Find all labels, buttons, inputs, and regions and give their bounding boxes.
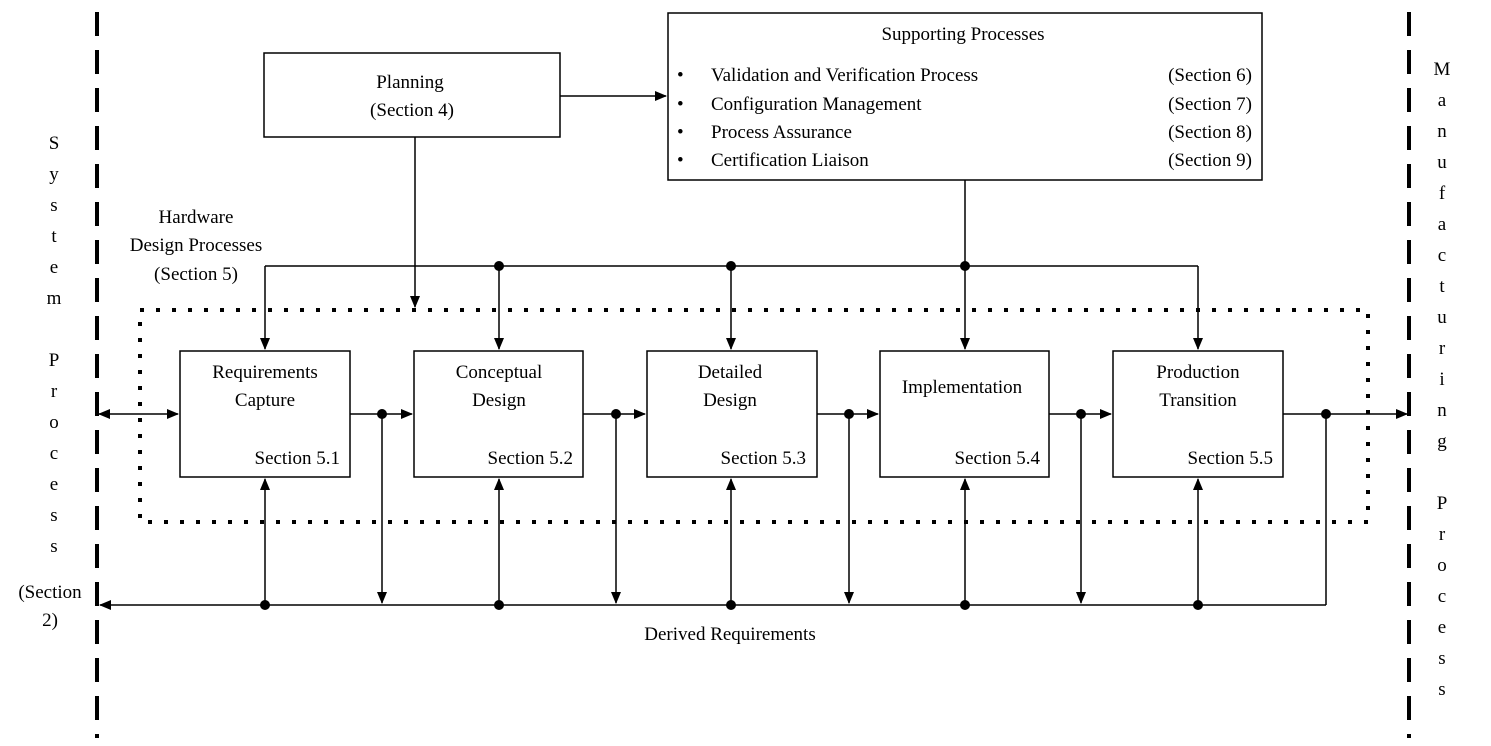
stage-section: Section 5.2	[488, 448, 574, 469]
vertical-letter: o	[1437, 555, 1447, 576]
vertical-letter: s	[1438, 648, 1445, 669]
vertical-letter: i	[1439, 369, 1444, 390]
stage-title-line1: Conceptual	[456, 362, 543, 383]
stage-production-transition: Production Transition Section 5.5	[1112, 350, 1284, 478]
supporting-item-section: (Section 9)	[1168, 150, 1252, 171]
supporting-item-label: Certification Liaison	[711, 150, 869, 171]
vertical-letter: c	[1438, 245, 1446, 266]
vertical-letter: P	[49, 350, 60, 371]
supporting-item-label: Validation and Verification Process	[711, 65, 978, 86]
bullet-marker: •	[677, 94, 684, 115]
hardware-design-label-line3: (Section 5)	[154, 264, 238, 285]
vertical-letter: t	[51, 226, 57, 247]
stage-section: Section 5.4	[955, 448, 1041, 469]
vertical-letter: m	[47, 288, 62, 309]
bullet-marker: •	[677, 65, 684, 86]
derived-requirements-bus	[99, 414, 1327, 610]
vertical-letter: s	[50, 505, 57, 526]
vertical-letter: a	[1438, 214, 1447, 235]
stage-section: Section 5.1	[255, 448, 341, 469]
stage-title-line1: Detailed	[698, 362, 763, 383]
vertical-letter: s	[50, 536, 57, 557]
stage-implementation: Implementation Section 5.4	[879, 350, 1050, 478]
vertical-letter: a	[1438, 90, 1447, 111]
planning-title: Planning	[376, 72, 444, 93]
system-process-section-line2: 2)	[42, 610, 58, 631]
supporting-item-label: Process Assurance	[711, 122, 852, 143]
derived-requirements-label: Derived Requirements	[644, 624, 815, 645]
stage-section: Section 5.3	[721, 448, 807, 469]
vertical-letter: c	[50, 443, 58, 464]
vertical-letter: u	[1437, 152, 1447, 173]
vertical-letter: e	[1438, 617, 1446, 638]
vertical-letter: c	[1438, 586, 1446, 607]
stage-title-line2: Capture	[235, 390, 295, 411]
stage-title-line1: Production	[1156, 362, 1240, 383]
vertical-letter: e	[50, 257, 58, 278]
supporting-title: Supporting Processes	[881, 24, 1044, 45]
supporting-item-label: Configuration Management	[711, 94, 922, 115]
hardware-design-label-line1: Hardware	[159, 207, 234, 228]
stage-requirements-capture: Requirements Capture Section 5.1	[179, 350, 351, 478]
vertical-letter: r	[1439, 338, 1446, 359]
vertical-letter: s	[1438, 679, 1445, 700]
stage-title-line2: Transition	[1159, 390, 1237, 411]
vertical-letter: g	[1437, 431, 1447, 452]
supporting-processes-box: Supporting Processes • Validation and Ve…	[667, 12, 1263, 181]
vertical-letter: f	[1439, 183, 1446, 204]
vertical-letter: r	[51, 381, 58, 402]
supporting-item-section: (Section 8)	[1168, 122, 1252, 143]
stage-flow-arrows	[98, 409, 1408, 419]
vertical-letter: S	[49, 133, 60, 154]
vertical-letter: M	[1434, 59, 1451, 80]
vertical-letter: n	[1437, 121, 1447, 142]
planning-box: Planning (Section 4)	[263, 52, 561, 138]
manufacturing-process-label: M a n u f a c t u r i n g P r o c e s s	[1434, 59, 1451, 700]
supporting-item-section: (Section 7)	[1168, 94, 1252, 115]
supporting-bus	[260, 180, 1203, 350]
system-process-label: S y s t e m P r o c e s s (Section 2)	[18, 133, 82, 631]
bullet-marker: •	[677, 150, 684, 171]
stage-title-line1: Implementation	[902, 377, 1023, 398]
vertical-letter: t	[1439, 276, 1445, 297]
vertical-letter: y	[49, 164, 59, 185]
vertical-letter: u	[1437, 307, 1447, 328]
stage-title-line2: Design	[703, 390, 757, 411]
vertical-letter: e	[50, 474, 58, 495]
stage-conceptual-design: Conceptual Design Section 5.2	[413, 350, 584, 478]
vertical-letter: o	[49, 412, 59, 433]
stage-title-line1: Requirements	[212, 362, 318, 383]
vertical-letter: n	[1437, 400, 1447, 421]
stage-detailed-design: Detailed Design Section 5.3	[646, 350, 818, 478]
vertical-letter: r	[1439, 524, 1446, 545]
hardware-design-label-line2: Design Processes	[130, 235, 262, 256]
planning-section: (Section 4)	[370, 100, 454, 121]
vertical-letter: s	[50, 195, 57, 216]
bullet-marker: •	[677, 122, 684, 143]
stage-title-line2: Design	[472, 390, 526, 411]
supporting-item-section: (Section 6)	[1168, 65, 1252, 86]
vertical-letter: P	[1437, 493, 1448, 514]
system-process-section-line1: (Section	[18, 582, 82, 603]
stage-section: Section 5.5	[1188, 448, 1274, 469]
